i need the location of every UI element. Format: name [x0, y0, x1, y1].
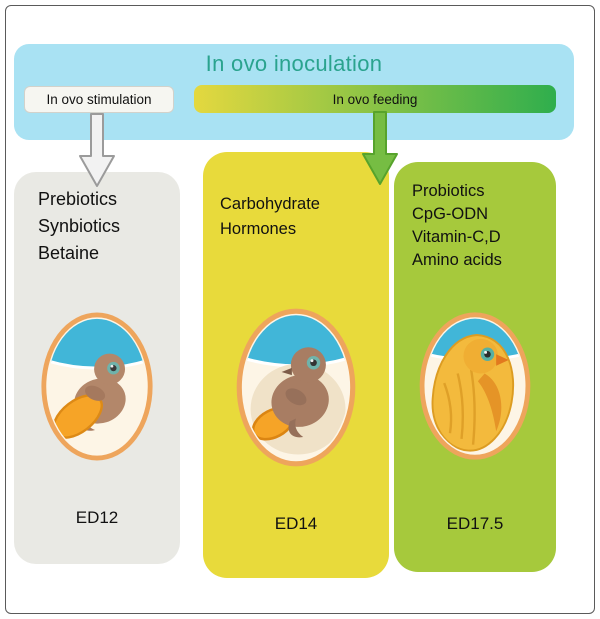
treatment-item: Probiotics	[412, 182, 485, 200]
stage-label-ed17-5: ED17.5	[446, 514, 504, 533]
panel-ed17-5-items: Probiotics CpG-ODN Vitamin-C,D Amino aci…	[412, 180, 502, 272]
egg-embryo-ed14-icon	[236, 308, 356, 467]
down-arrow-gray-icon	[79, 113, 115, 187]
treatment-item: Prebiotics	[38, 189, 118, 209]
stimulation-box: In ovo stimulation	[24, 86, 174, 113]
panel-ed12: Prebiotics Synbiotics Betaine ED12	[14, 172, 180, 564]
treatment-item: Amino acids	[412, 251, 502, 269]
panel-ed14: Carbohydrate Hormones ED14	[203, 152, 389, 578]
panel-ed17-5: Probiotics CpG-ODN Vitamin-C,D Amino aci…	[394, 162, 556, 572]
egg-embryo-ed12-icon	[41, 312, 153, 461]
panel-ed12-items: Prebiotics Synbiotics Betaine	[38, 186, 120, 267]
inoculation-banner: In ovo inoculation In ovo stimulation In…	[14, 44, 574, 140]
egg-chick-ed17-5-icon	[419, 312, 531, 460]
treatment-item: CpG-ODN	[412, 205, 489, 223]
treatment-item: Synbiotics	[38, 216, 121, 236]
treatment-item: Vitamin-C,D	[412, 228, 501, 246]
stage-label-ed12: ED12	[75, 508, 119, 527]
stage-label-ed14: ED14	[274, 514, 318, 533]
treatment-item: Carbohydrate	[220, 195, 320, 213]
feeding-box: In ovo feeding	[194, 85, 556, 113]
panel-ed14-items: Carbohydrate Hormones	[220, 192, 320, 242]
down-arrow-green-icon	[362, 111, 398, 185]
treatment-item: Hormones	[220, 220, 297, 238]
treatment-item: Betaine	[38, 243, 100, 263]
feeding-label: In ovo feeding	[332, 91, 418, 107]
banner-title: In ovo inoculation	[205, 51, 383, 76]
stimulation-label: In ovo stimulation	[46, 92, 152, 107]
